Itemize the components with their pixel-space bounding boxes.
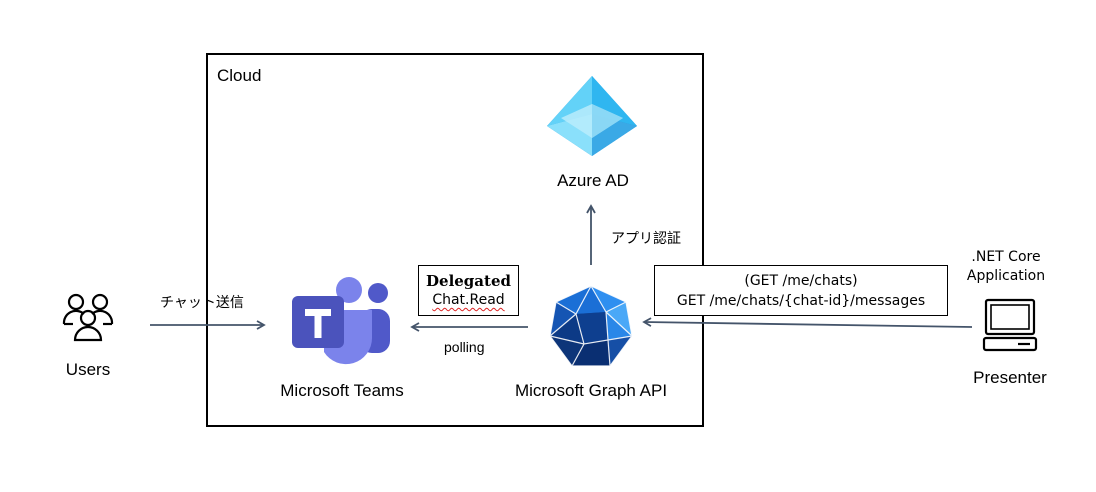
azure-ad-pyramid-icon	[547, 76, 637, 156]
delegated-permission-box: Delegated Chat.Read	[418, 265, 519, 316]
teams-label: Microsoft Teams	[280, 381, 404, 400]
net-core-line-1: .NET Core	[971, 249, 1041, 265]
app-auth-label: アプリ認証	[611, 230, 681, 246]
users-label: Users	[65, 360, 111, 379]
presenter-to-graph-arrow	[642, 317, 973, 328]
polling-label: polling	[444, 339, 485, 355]
graph-api-label: Microsoft Graph API	[514, 381, 668, 400]
api-call-line-1: (GET /me/chats)	[744, 273, 858, 289]
presenter-label: Presenter	[973, 368, 1047, 387]
graph-api-icon	[549, 285, 633, 367]
api-call-box: (GET /me/chats) GET /me/chats/{chat-id}/…	[654, 265, 948, 316]
users-icon	[62, 293, 114, 342]
api-call-line-2: GET /me/chats/{chat-id}/messages	[676, 293, 926, 309]
teams-logo-icon	[292, 277, 390, 365]
delegated-title: Delegated	[426, 272, 511, 290]
net-core-line-2: Application	[966, 268, 1046, 284]
cloud-boundary	[206, 53, 704, 427]
chat-send-label: チャット送信	[160, 294, 244, 310]
azure-ad-label: Azure AD	[557, 171, 629, 190]
permission-name: Chat.Read	[432, 292, 505, 308]
laptop-icon	[982, 298, 1038, 352]
cloud-label: Cloud	[217, 66, 262, 85]
